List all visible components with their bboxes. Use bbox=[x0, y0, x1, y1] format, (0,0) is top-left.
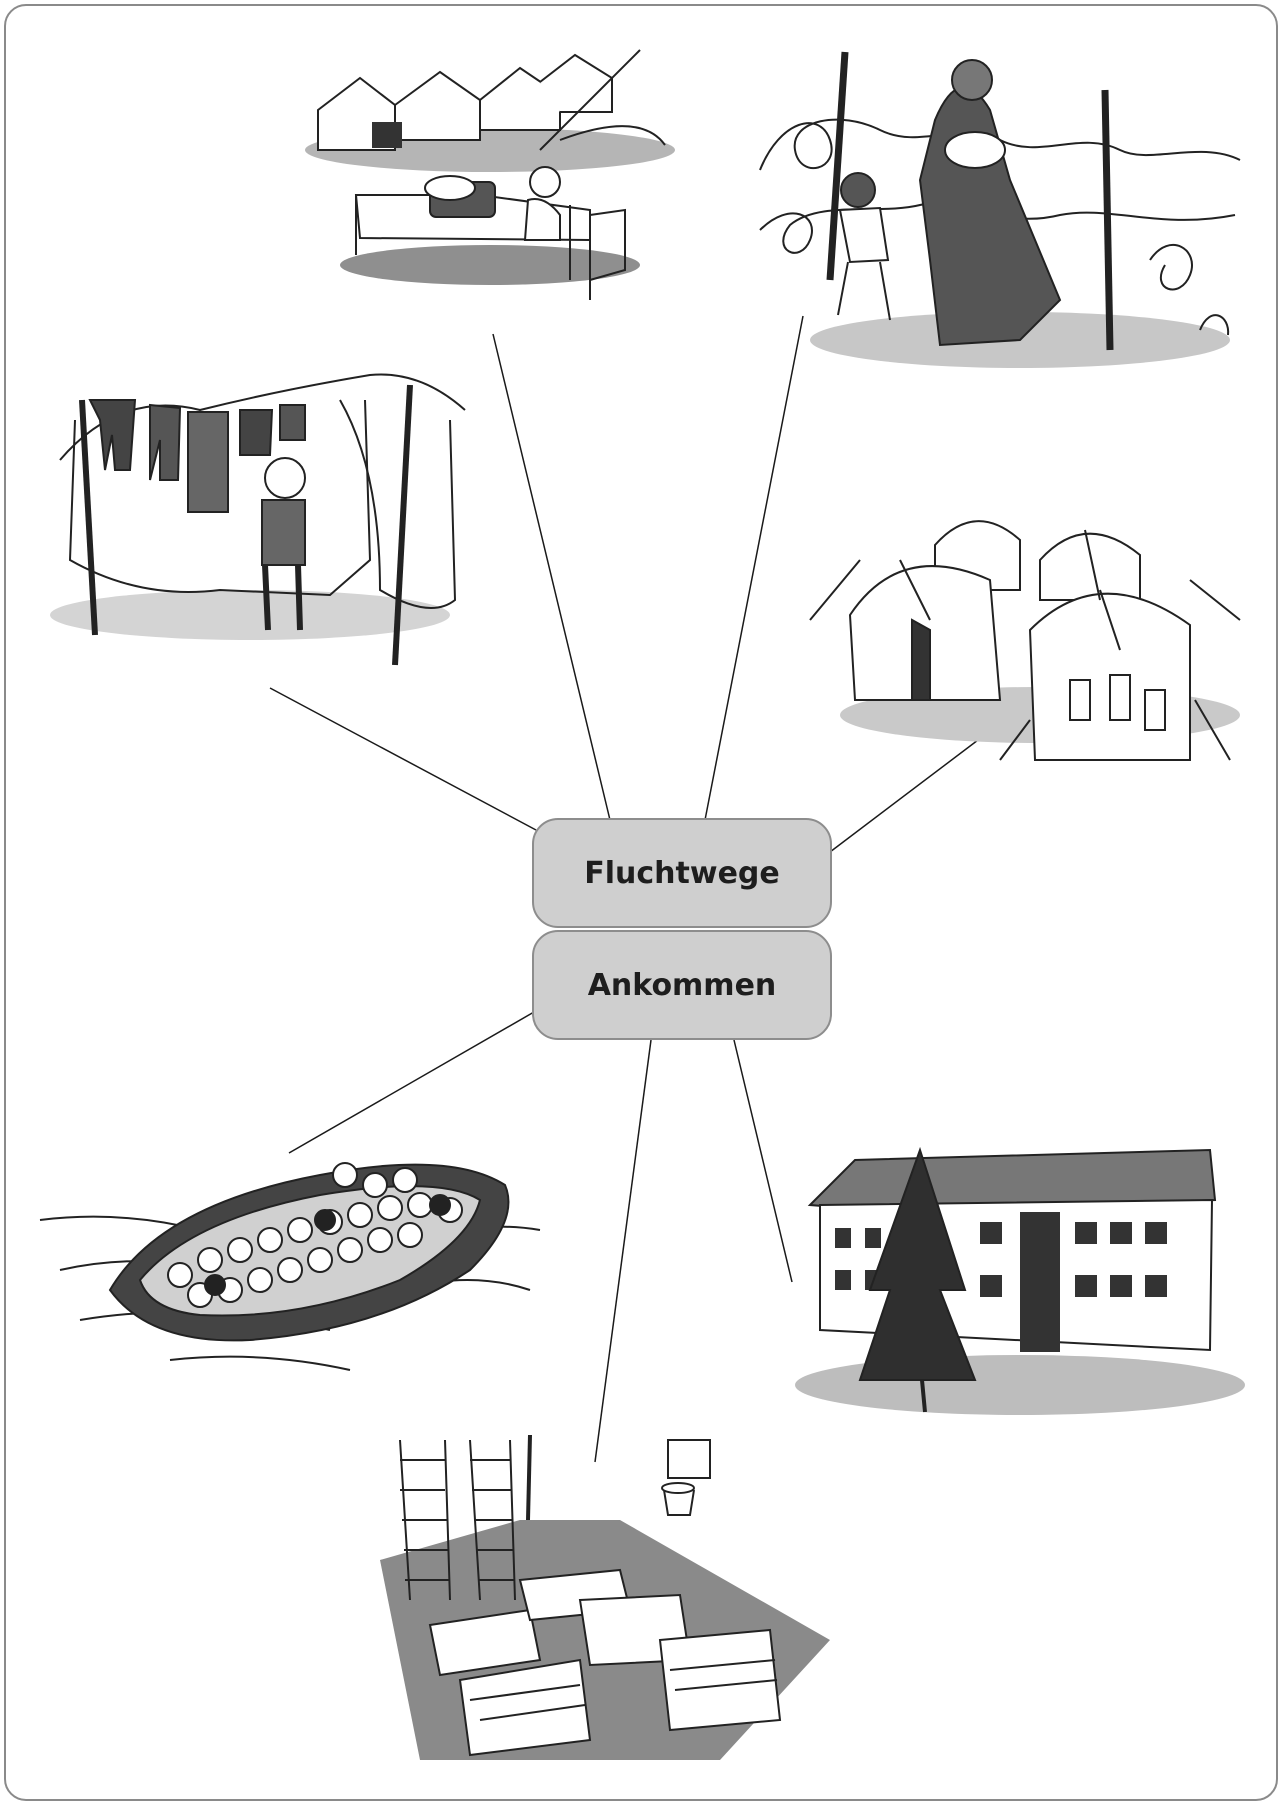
connector-border-fence bbox=[704, 315, 804, 821]
border-fence-illustration bbox=[759, 51, 1241, 368]
hub-bottom-label: Ankommen bbox=[587, 967, 777, 1003]
connector-boat bbox=[288, 1011, 535, 1154]
dome-tents-illustration bbox=[809, 520, 1241, 761]
tents-and-bed-illustration bbox=[305, 49, 675, 300]
connector-tents-bed bbox=[492, 333, 611, 821]
hub-top-box: Fluchtwege bbox=[532, 818, 832, 928]
laundry-line-child-illustration bbox=[50, 373, 466, 666]
connector-building bbox=[733, 1039, 793, 1283]
page-frame bbox=[4, 4, 1278, 1801]
building-with-tree-illustration bbox=[795, 1146, 1245, 1415]
connector-dome-tents bbox=[829, 736, 983, 853]
hub-bottom-box: Ankommen bbox=[532, 930, 832, 1040]
refugee-boat-illustration bbox=[39, 1162, 541, 1371]
hub-top-label: Fluchtwege bbox=[584, 855, 780, 891]
connector-lines bbox=[269, 315, 983, 1463]
gym-beds-illustration bbox=[380, 1434, 830, 1760]
connector-gym-beds bbox=[594, 1039, 652, 1463]
connector-laundry-child bbox=[269, 687, 537, 831]
